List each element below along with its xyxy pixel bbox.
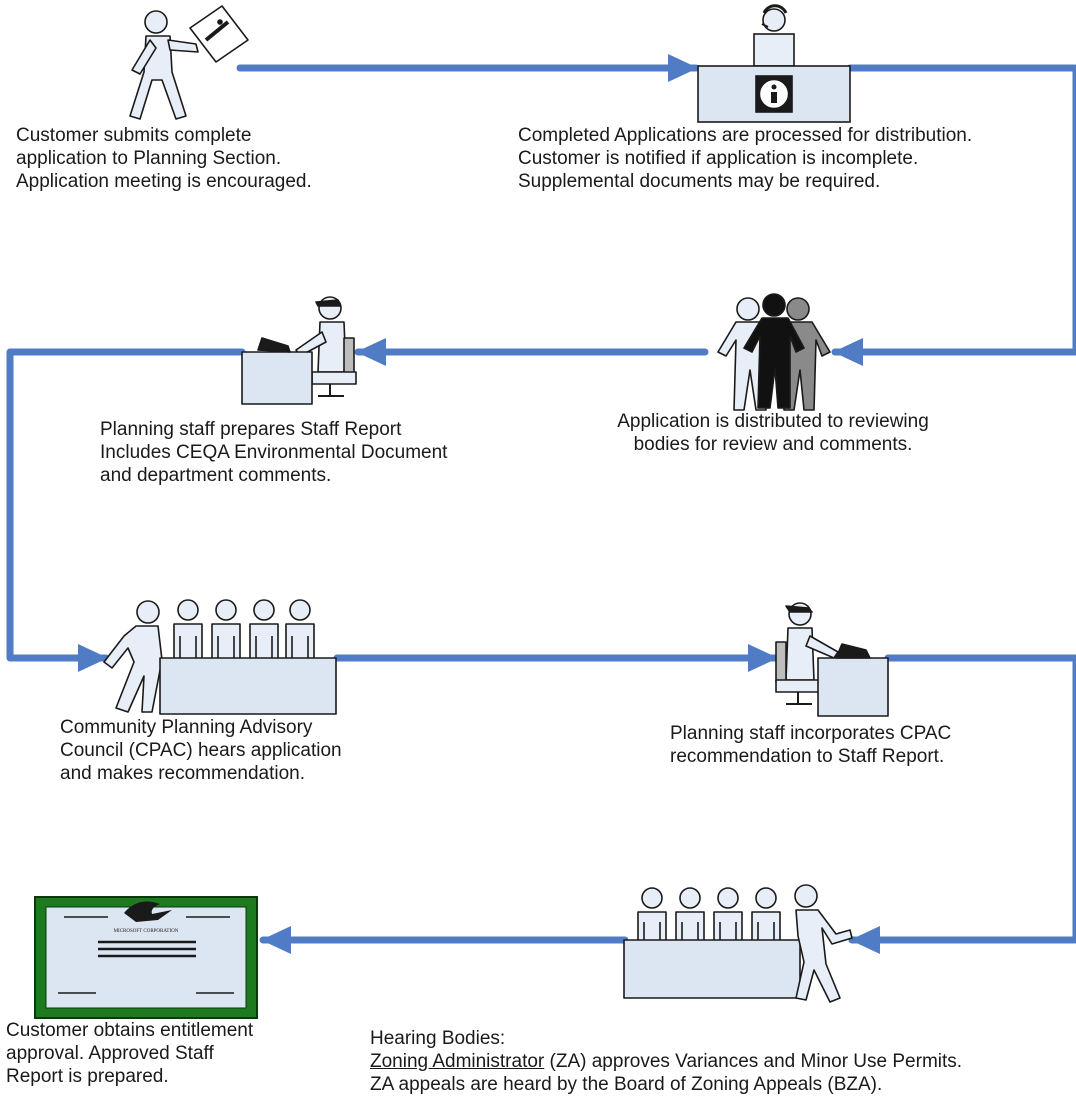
caption-line: Planning staff incorporates CPAC — [670, 723, 952, 744]
entitlement-certificate: MICROSOFT CORPORATION — [34, 896, 258, 1019]
cpac-council-icon — [103, 599, 337, 715]
caption-line: and department comments. — [100, 465, 332, 486]
connectors — [6, 54, 1076, 954]
caption-application-distributed: Application is distributed to reviewing … — [588, 410, 958, 456]
caption-line: Customer submits complete — [16, 125, 252, 146]
caption-line: Customer obtains entitlement — [6, 1020, 254, 1041]
connector-incorporate-to-hearing — [848, 654, 1076, 954]
caption-applications-processed: Completed Applications are processed for… — [518, 124, 972, 193]
information-desk-icon — [697, 4, 851, 123]
hearing-appeal-line: ZA appeals are heard by the Board of Zon… — [370, 1074, 883, 1095]
caption-customer-submits: Customer submits complete application to… — [16, 124, 312, 193]
caption-line: approval. Approved Staff — [6, 1043, 214, 1064]
planning-staff-incorporate-icon — [775, 602, 889, 717]
caption-line: Supplemental documents may be required. — [518, 171, 881, 192]
caption-line: Customer is notified if application is i… — [518, 148, 919, 169]
caption-line: Includes CEQA Environmental Document — [100, 442, 448, 463]
eagle-seal-icon — [124, 901, 172, 922]
hearing-bodies-icon — [623, 884, 853, 1003]
hearing-za-line: Zoning Administrator (ZA) approves Varia… — [370, 1050, 962, 1073]
caption-line: and makes recommendation. — [60, 763, 306, 784]
zoning-administrator-label: Zoning Administrator — [370, 1051, 545, 1072]
caption-line: Report is prepared. — [6, 1066, 169, 1087]
caption-line: Council (CPAC) hears application — [60, 740, 342, 761]
flow-diagram: MICROSOFT CORPORATION — [6, 4, 1076, 1019]
caption-line: Completed Applications are processed for… — [518, 125, 973, 146]
caption-staff-incorporates-cpac: Planning staff incorporates CPAC recomme… — [670, 722, 951, 768]
caption-line: recommendation to Staff Report. — [670, 746, 945, 767]
caption-line: application to Planning Section. — [16, 148, 282, 169]
caption-entitlement-approval: Customer obtains entitlement approval. A… — [6, 1019, 253, 1088]
caption-line: Application meeting is encouraged. — [16, 171, 312, 192]
caption-line: Application is distributed to reviewing — [617, 411, 929, 432]
caption-cpac-hears-application: Community Planning Advisory Council (CPA… — [60, 716, 342, 785]
customer-walking-icon — [129, 5, 249, 120]
planning-staff-desk-icon — [241, 296, 357, 405]
hearing-heading: Hearing Bodies: — [370, 1028, 506, 1049]
caption-staff-prepares-report: Planning staff prepares Staff Report Inc… — [100, 418, 447, 487]
connector-staff-report-to-cpac — [6, 348, 246, 672]
connector-processing-to-review — [831, 64, 1076, 366]
certificate-caption: MICROSOFT CORPORATION — [114, 929, 179, 934]
reviewing-bodies-icon — [717, 293, 831, 411]
caption-line: Planning staff prepares Staff Report — [100, 419, 402, 440]
za-description: (ZA) approves Variances and Minor Use Pe… — [544, 1051, 963, 1072]
caption-line: bodies for review and comments. — [633, 434, 913, 455]
caption-line: Community Planning Advisory — [60, 717, 313, 738]
caption-hearing-bodies: Hearing Bodies: Zoning Administrator (ZA… — [370, 1027, 962, 1096]
